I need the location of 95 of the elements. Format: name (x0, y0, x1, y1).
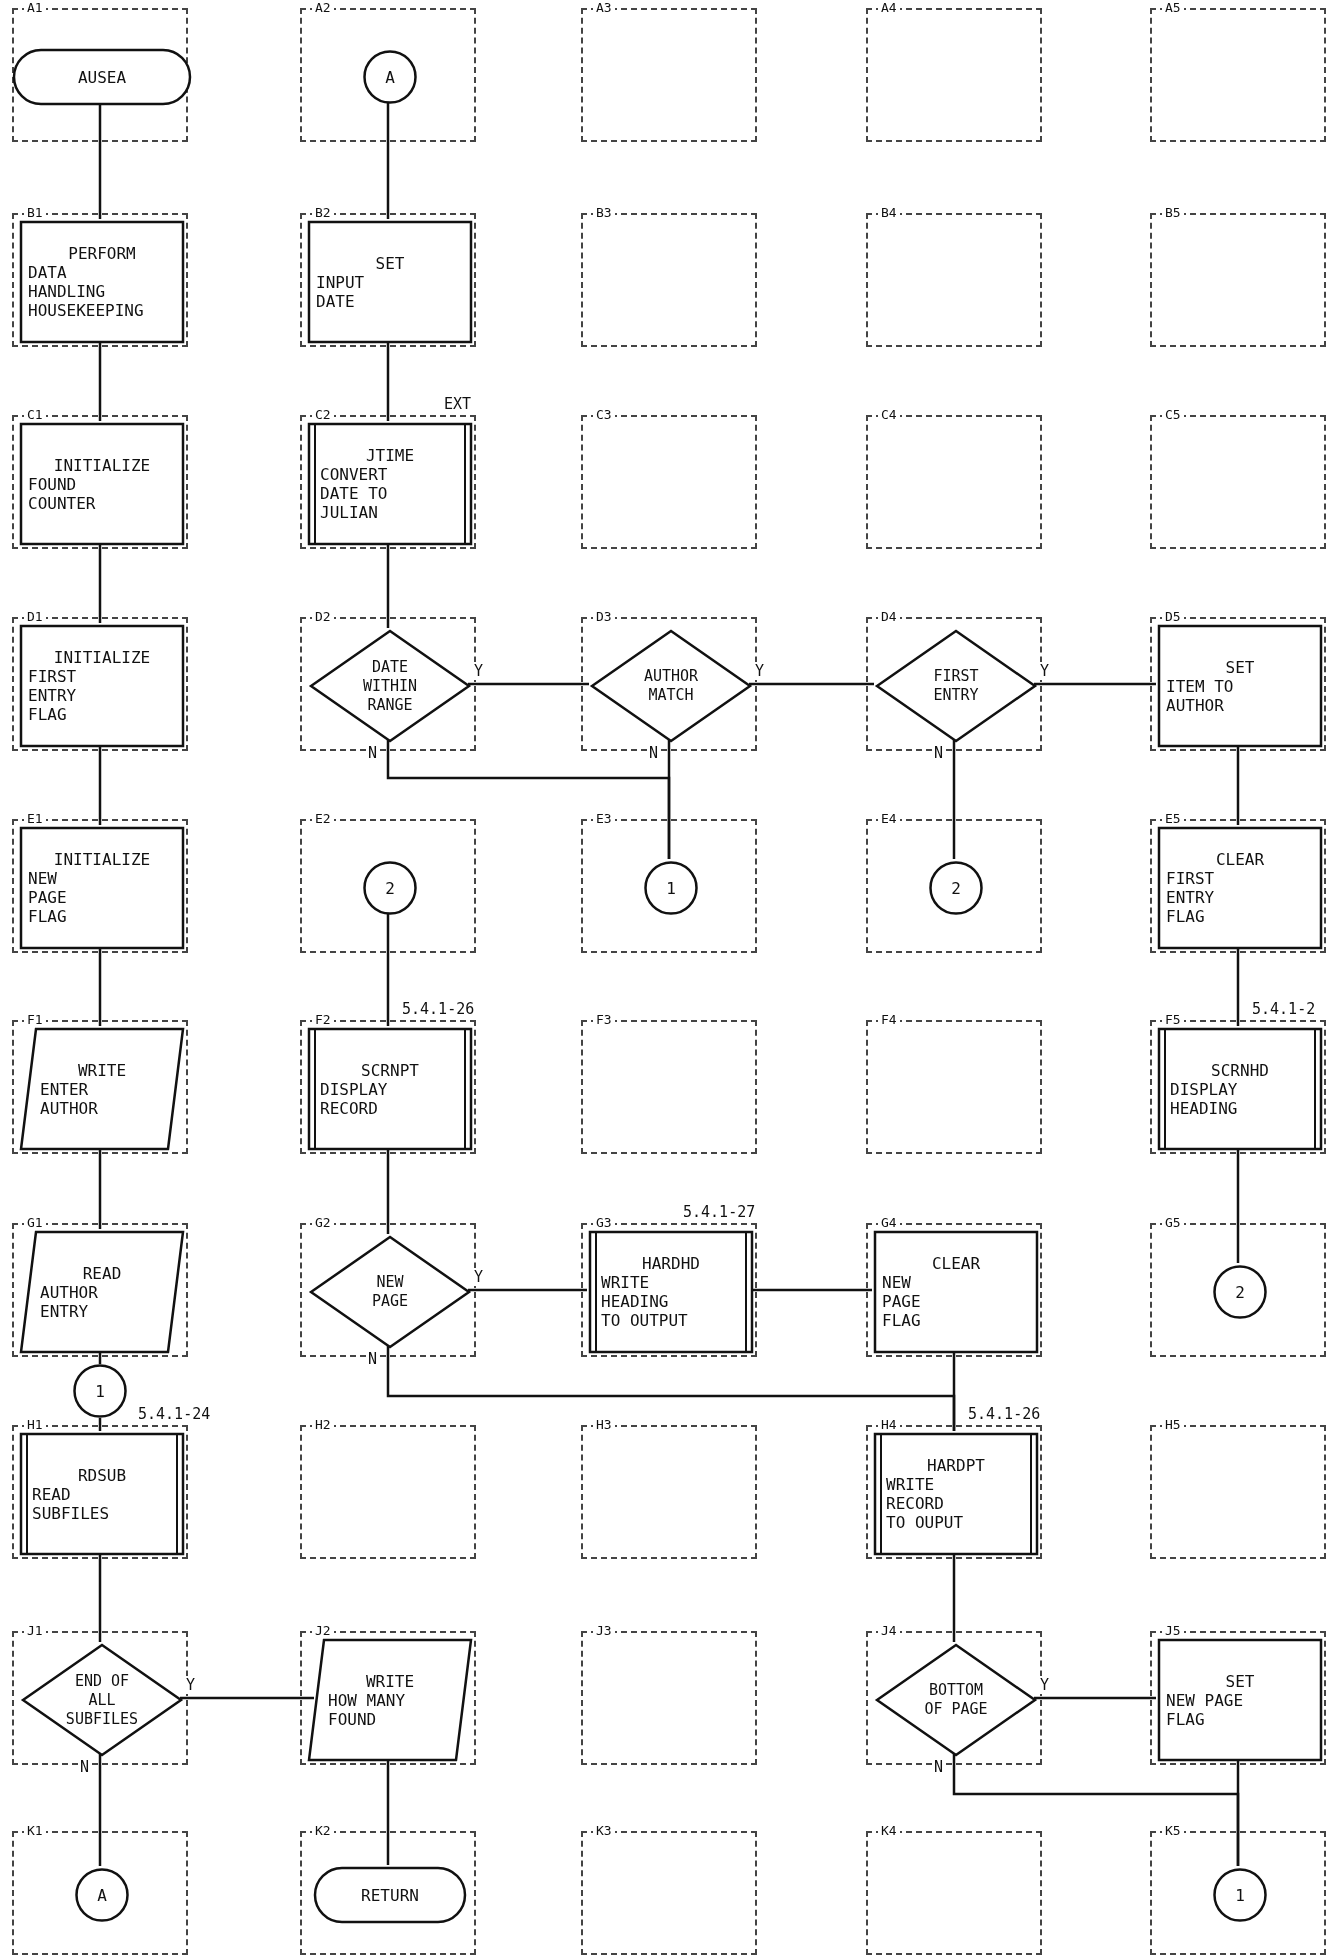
decision-text: BOTTOM OF PAGE (923, 1681, 989, 1719)
flow-line (98, 1754, 102, 1866)
connector-circle (73, 1364, 127, 1418)
step-text: DISPLAY HEADING (1170, 1079, 1239, 1118)
process-box (20, 221, 184, 343)
process-box (20, 827, 184, 949)
connector-label: 1 (95, 1381, 105, 1401)
step-text: NEW PAGE FLAG (1166, 1690, 1245, 1729)
step-heading: READ (82, 1263, 122, 1283)
connector-label: 2 (385, 878, 395, 898)
process-box (308, 221, 472, 343)
connector-circle (75, 1868, 129, 1922)
step-heading: SCRNHD (1211, 1060, 1269, 1080)
edge-label: Y (1038, 1676, 1052, 1694)
connector-label: 2 (1235, 1282, 1245, 1302)
process-box (20, 625, 184, 747)
connector-circle (1213, 1868, 1267, 1922)
io-parallelogram (308, 1639, 472, 1761)
step-heading: INITIALIZE (53, 850, 151, 869)
step-text: DISPLAY RECORD (320, 1079, 389, 1118)
connector-circle (644, 861, 698, 915)
flow-line (180, 1696, 314, 1700)
flow-line (749, 682, 874, 686)
step-text: FIRST ENTRY FLAG (1166, 869, 1216, 926)
step-heading: RDSUB (77, 1465, 127, 1485)
terminal-label: RETURN (361, 1885, 419, 1905)
decision-text: FIRST ENTRY (932, 667, 980, 705)
step-heading: WRITE (77, 1060, 127, 1080)
edge-label: Y (1038, 662, 1052, 680)
step-text: DATA HANDLING HOUSEKEEPING (28, 263, 145, 320)
step-text: FOUND COUNTER (28, 474, 97, 513)
step-heading: SET (1225, 1671, 1255, 1691)
step-heading: JTIME (365, 446, 415, 465)
io-parallelogram (20, 1028, 184, 1150)
flow-line (468, 682, 589, 686)
flow-line (468, 1288, 587, 1292)
connector-circle (363, 50, 417, 104)
step-heading: HARDHD (642, 1254, 700, 1273)
step-heading: CLEAR (1215, 850, 1265, 869)
flow-line (667, 740, 671, 859)
connector-label: 1 (666, 878, 676, 898)
step-text: AUTHOR ENTRY (40, 1282, 99, 1321)
step-heading: WRITE (365, 1671, 415, 1691)
connector-label: 2 (951, 878, 961, 898)
connector-circle (929, 861, 983, 915)
step-heading: PERFORM (68, 244, 136, 263)
edge-label: Y (184, 1676, 198, 1694)
io-parallelogram (20, 1231, 184, 1353)
flow-line (952, 740, 956, 859)
decision-text: AUTHOR MATCH (642, 667, 700, 705)
step-heading: CLEAR (931, 1254, 981, 1273)
decision-diamond (22, 1644, 182, 1756)
connector-label: A (385, 67, 395, 87)
step-text: CONVERT DATE TO JULIAN (320, 465, 389, 522)
decision-diamond (310, 1236, 470, 1348)
step-text: HOW MANY FOUND (328, 1690, 407, 1729)
step-heading: SCRNPT (361, 1060, 419, 1080)
decision-text: NEW PAGE (370, 1273, 410, 1311)
step-text: READ SUBFILES (32, 1484, 111, 1523)
step-heading: SET (1225, 657, 1255, 677)
decision-diamond (876, 1644, 1036, 1756)
decision-text: DATE WITHIN RANGE (361, 657, 419, 715)
decision-diamond (310, 630, 470, 742)
decision-text: END OF ALL SUBFILES (64, 1671, 140, 1729)
step-text: ENTER AUTHOR (40, 1079, 99, 1118)
decision-diamond (876, 630, 1036, 742)
step-text: NEW PAGE FLAG (882, 1273, 922, 1330)
step-text: INPUT DATE (316, 272, 366, 311)
decision-diamond (591, 630, 751, 742)
flow-line (1034, 682, 1156, 686)
process-box (20, 423, 184, 545)
process-box (1158, 827, 1322, 949)
flow-line (386, 913, 390, 1026)
step-text: WRITE RECORD TO OUPUT (886, 1475, 965, 1532)
step-text: WRITE HEADING TO OUTPUT (601, 1273, 689, 1330)
process-box (874, 1231, 1038, 1353)
step-heading: HARDPT (927, 1456, 985, 1475)
step-heading: INITIALIZE (53, 648, 151, 667)
connector-circle (363, 861, 417, 915)
step-text: ITEM TO AUTHOR (1166, 676, 1235, 715)
connector-circle (1213, 1265, 1267, 1319)
flow-line (1034, 1696, 1156, 1700)
connector-label: 1 (1235, 1885, 1245, 1905)
step-heading: INITIALIZE (53, 455, 151, 475)
terminal-label: AUSEA (77, 67, 127, 87)
edge-label: Y (472, 1268, 486, 1286)
edge-label: Y (753, 662, 767, 680)
connector-label: A (97, 1885, 107, 1905)
process-box (1158, 1639, 1322, 1761)
edge-label: Y (472, 662, 486, 680)
process-box (1158, 625, 1322, 747)
step-text: FIRST ENTRY FLAG (28, 667, 78, 724)
step-text: NEW PAGE FLAG (28, 869, 68, 926)
flow-line (386, 102, 390, 219)
step-heading: SET (375, 253, 405, 273)
